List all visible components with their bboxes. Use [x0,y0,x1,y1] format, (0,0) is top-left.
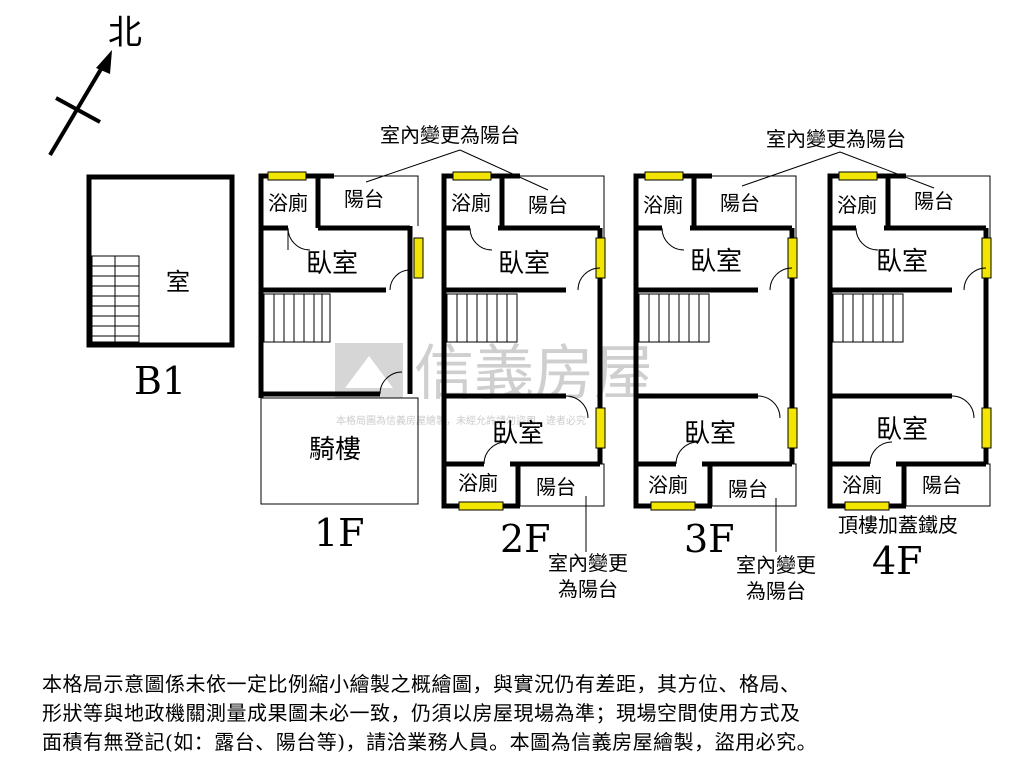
4f-bedroom-bottom-label: 臥室 [876,415,928,445]
2f-bedroom-top-label: 臥室 [498,249,550,279]
3f-bedroom-top-label: 臥室 [690,247,742,277]
2f-balcony-top-label: 陽台 [528,193,568,217]
disclaimer-line-2: 形狀等與地政機關測量成果圖未必一致，仍須以房屋現場為準；現場空間使用方式及 [42,701,801,725]
1f-left-wall [258,173,334,398]
disclaimer-line-3: 面積有無登記(如：露台、陽台等)，請洽業務人員。本圖為信義房屋繪製，盜用必究。 [42,730,818,754]
watermark-notice: 本格局圖為信義房屋繪製，未經允許請勿盜用，違者必究 [336,414,586,427]
1f-arcade-label: 騎樓 [309,435,361,465]
3f-bedroom-bottom-label: 臥室 [684,419,736,449]
4f-floor-label: 4F [872,539,923,583]
1f-window [267,171,307,181]
disclaimer: 本格局示意圖係未依一定比例縮小繪製之概繪圖，與實況仍有差距，其方位、格局、 形狀… [42,670,1002,757]
2f-floor-label: 2F [500,517,551,561]
1f-bedroom-label: 臥室 [306,249,358,279]
note-1f-2f-label: 室內變更為陽台 [380,123,520,147]
4f-bath-bottom-label: 浴廁 [842,473,882,497]
4f-roof-note: 頂樓加蓋鐵皮 [838,513,958,537]
b1-room-label: 室 [166,268,190,296]
1f-balcony-label: 陽台 [344,187,384,211]
b1-outline [86,174,235,348]
note-1f-2f: 室內變更為陽台 [365,123,549,191]
4f-bedroom-top-label: 臥室 [876,247,928,277]
watermark-logo-roof [345,356,393,388]
1f-bath-label: 浴廁 [268,191,308,215]
2f-bedroom-bottom-label: 臥室 [492,419,544,449]
north-label: 北 [108,13,142,53]
north-compass: 北 [48,13,142,157]
3f-bath-bottom-label: 浴廁 [648,473,688,497]
4f-balcony-top-label: 陽台 [914,189,954,213]
compass-crossbar [55,96,101,124]
2f-note-line2: 為陽台 [558,577,618,601]
4f-balcony-bottom-label: 陽台 [922,473,962,497]
3f-balcony-bottom-label: 陽台 [728,477,768,501]
2f-bath-top-label: 浴廁 [451,191,491,215]
2f-balcony-bottom-label: 陽台 [536,475,576,499]
1f-arcade-outline [260,397,419,505]
floor-1f: 浴廁 陽台 臥室 騎樓 1F [258,171,424,555]
floor-4f: 浴廁 陽台 臥室 臥室 浴廁 陽台 頂樓加蓋鐵皮 4F [827,171,992,583]
3f-bath-top-label: 浴廁 [643,193,683,217]
watermark: 信義房屋 本格局圖為信義房屋繪製，未經允許請勿盜用，違者必究 [335,339,654,427]
1f-stairs [263,293,331,343]
3f-note-top-label: 室內變更為陽台 [766,127,906,151]
1f-window-side [413,237,424,279]
1f-balcony-rail [334,175,419,226]
1f-door-swing [287,227,311,251]
1f-floor-label: 1F [314,511,365,555]
north-arrow-head [96,50,112,74]
disclaimer-line-1: 本格局示意圖係未依一定比例縮小繪製之概繪圖，與實況仍有差距，其方位、格局、 [42,672,801,696]
3f-note-line2: 為陽台 [746,579,806,603]
3f-floor-label: 3F [684,517,735,561]
b1-floor-label: B1 [134,359,186,403]
floor-2f: 浴廁 陽台 臥室 臥室 浴廁 陽台 室內變更 為陽台 2F [441,171,628,601]
2f-bath-bottom-label: 浴廁 [458,471,498,495]
3f-note-line1: 室內變更 [736,553,816,577]
floor-plan-diagram: 北 信義房屋 本格局圖為信義房屋繪製，未經允許請勿盜用，違者必究 室 B1 [48,13,992,603]
2f-note-line1: 室內變更 [548,551,628,575]
4f-bath-top-label: 浴廁 [837,193,877,217]
floor-b1: 室 B1 [86,174,235,403]
3f-balcony-top-label: 陽台 [720,191,760,215]
floor-3f: 室內變更為陽台 浴廁 陽台 臥室 臥室 [633,127,935,603]
b1-stairs [91,255,140,343]
